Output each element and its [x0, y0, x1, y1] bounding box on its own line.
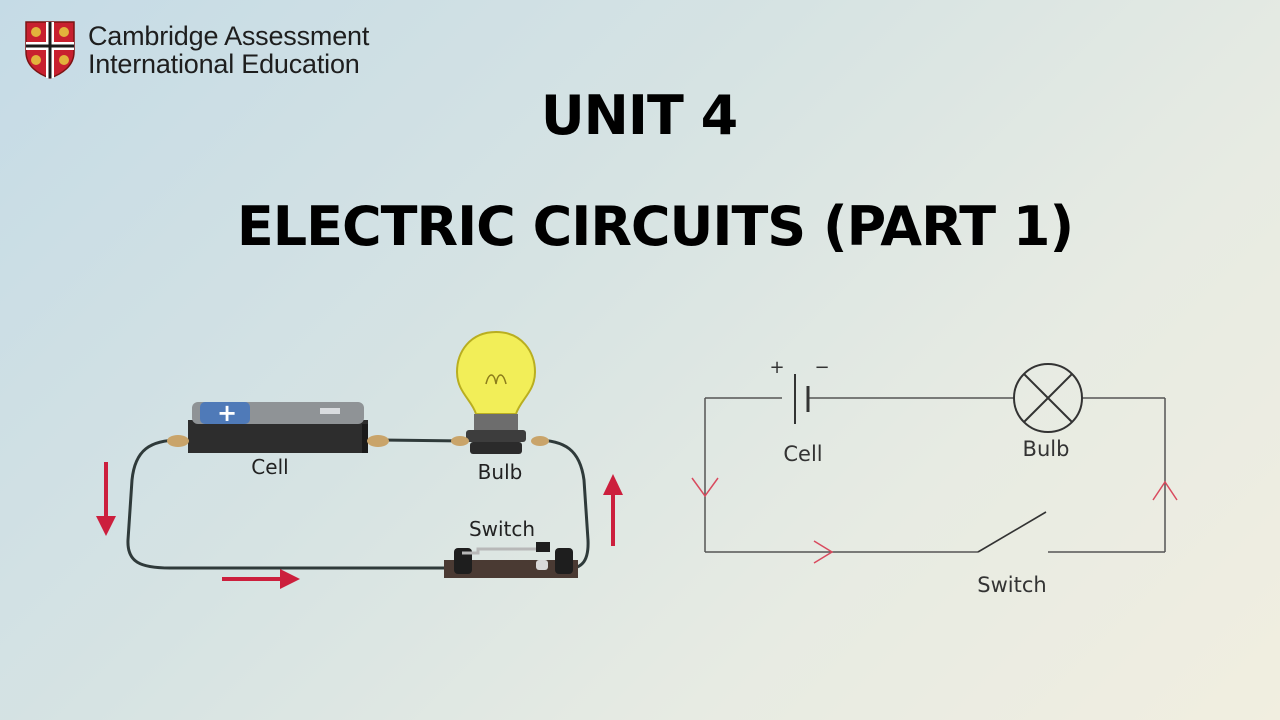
title-unit: UNIT 4: [540, 84, 738, 147]
wire-cell-bulb: [379, 438, 466, 443]
logo-line2: International Education: [88, 49, 360, 79]
wire-left-bottom: [126, 438, 448, 570]
circuit-switch-label: Switch: [977, 573, 1046, 597]
chevron-down-icon: [691, 477, 719, 498]
switch-icon: [444, 542, 578, 578]
circuit-wires: [704, 397, 1166, 553]
cell-plus-symbol: +: [217, 399, 237, 427]
chevron-up-icon: [1152, 480, 1178, 501]
cell-symbol: [794, 374, 810, 424]
arrow-up-right: [603, 474, 623, 546]
logo: Cambridge Assessment International Educa…: [24, 20, 369, 80]
cell-terminal-left: [167, 435, 189, 447]
lamp-symbol: [1013, 363, 1083, 433]
circuit-bulb-label: Bulb: [1023, 437, 1070, 461]
switch-symbol: [977, 511, 1047, 553]
arrow-right-bottom: [222, 569, 300, 589]
pictorial-bulb-label: Bulb: [478, 460, 523, 484]
circuit-cell-label: Cell: [783, 442, 822, 466]
title-topic: ELECTRIC CIRCUITS (PART 1): [236, 195, 1074, 258]
bulb-icon: [451, 330, 549, 454]
pictorial-cell-label: Cell: [251, 455, 288, 479]
cell-battery: [167, 402, 389, 453]
pictorial-switch-label: Switch: [469, 517, 535, 541]
minus-label: −: [814, 357, 829, 378]
cambridge-shield-icon: [25, 21, 75, 79]
chevron-right-icon: [813, 540, 834, 564]
cell-terminal-right: [367, 435, 389, 447]
arrow-down-left: [96, 462, 116, 536]
logo-line1: Cambridge Assessment: [88, 20, 370, 51]
plus-label: +: [769, 357, 784, 378]
